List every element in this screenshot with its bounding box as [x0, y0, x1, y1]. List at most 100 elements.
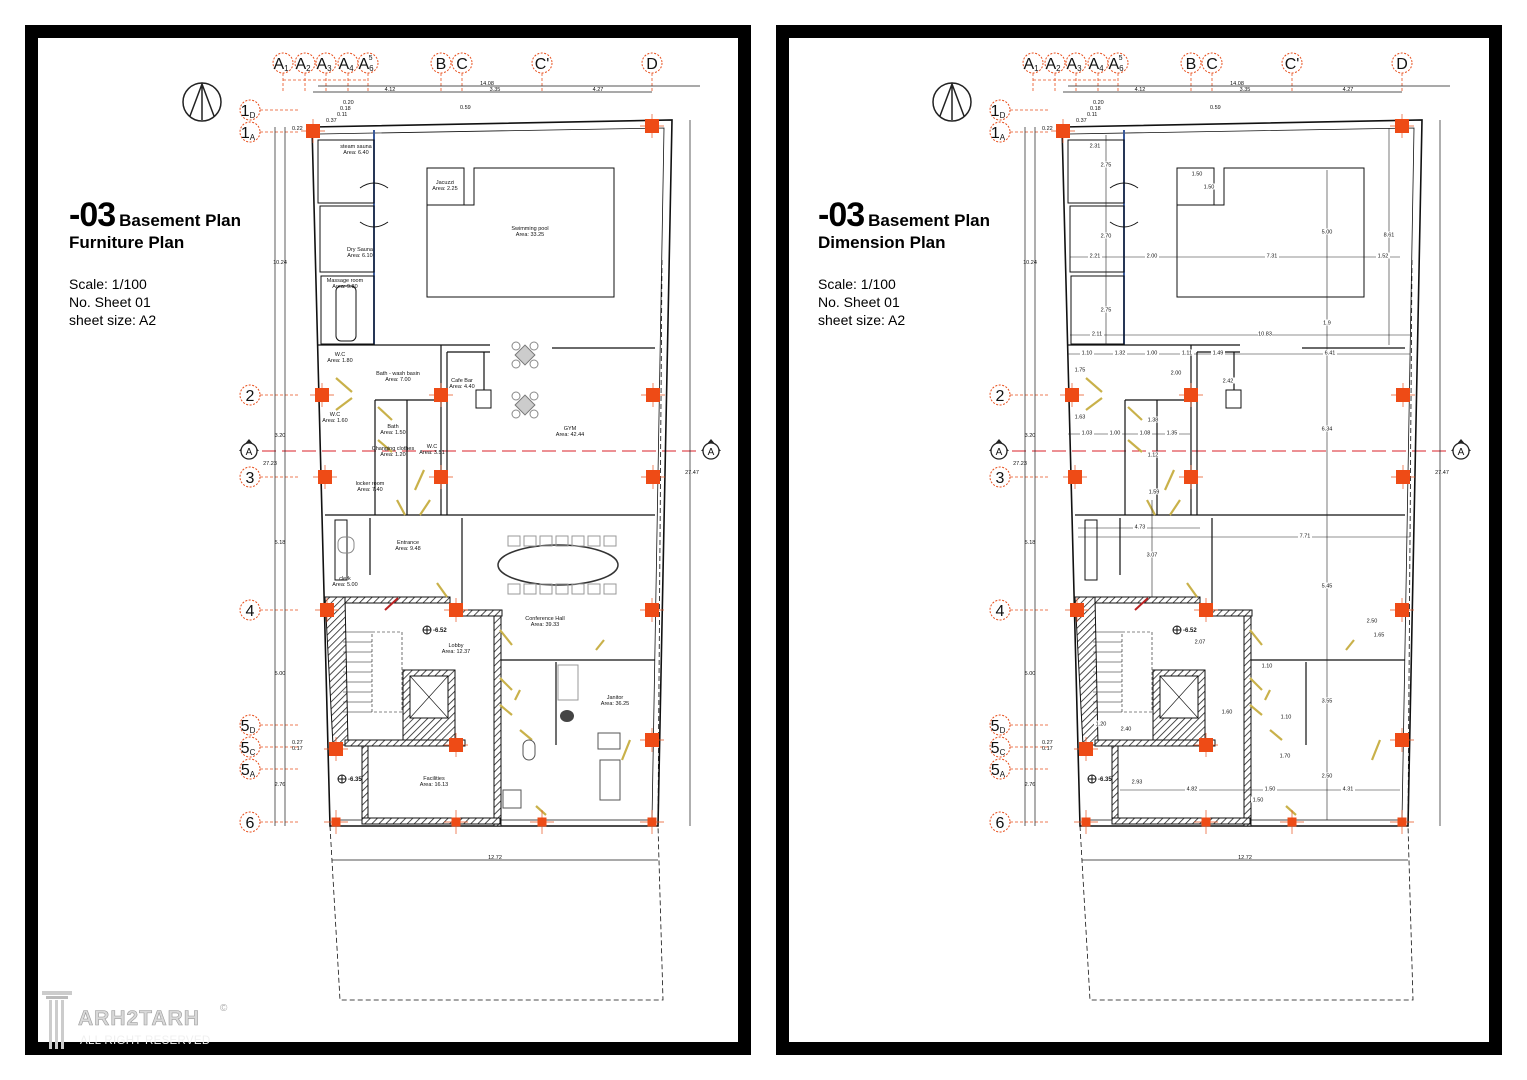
- chair: [555, 535, 569, 547]
- dimension-label: 2.75: [1101, 308, 1112, 314]
- cafe-bar-counter: [475, 389, 492, 409]
- dimension-label-bg: [1193, 638, 1207, 645]
- swimming-pool-outline: [426, 167, 615, 298]
- cafe-table: [514, 394, 536, 416]
- grid-column-bubble-circle: [1107, 52, 1129, 74]
- dimension-small: 0.18: [1090, 106, 1101, 112]
- door-leaf: [499, 677, 513, 691]
- door-leaf: [514, 689, 521, 701]
- room-name: Dry Sauna: [347, 247, 374, 253]
- hatched-wall: [1111, 817, 1251, 825]
- dimension-label-bg: [1372, 631, 1386, 638]
- grid-column-bubble-circle: [1065, 52, 1087, 74]
- grid-column-bubble-circle: [315, 52, 337, 74]
- dimension-small: 0.11: [337, 112, 347, 118]
- dimension-small: 0.11: [1087, 112, 1097, 118]
- north-arrow-icon: [939, 81, 965, 120]
- structural-column: [306, 124, 320, 138]
- dimension-label: 4.82: [1187, 787, 1198, 793]
- chair: [337, 536, 355, 554]
- scale-text: Scale: 1/100: [818, 276, 896, 292]
- hatched-wall: [344, 596, 451, 604]
- room-name: Facilities: [423, 776, 445, 782]
- grid-row-bubble-circle: [239, 599, 261, 621]
- room-area: Area: 4.40: [449, 384, 474, 390]
- stove: [597, 732, 621, 750]
- grid-row-bubble-sub: D: [1000, 726, 1006, 735]
- structural-column: [1065, 388, 1079, 402]
- swimming-pool-outline: [1176, 167, 1365, 298]
- reception-desk: [1084, 519, 1098, 581]
- room-area: Area: 12.37: [442, 649, 470, 655]
- room-name: W.C: [330, 412, 340, 418]
- grid-column-bubble-circle: [1391, 52, 1413, 74]
- dimension-left-total: 27.23: [263, 461, 277, 467]
- grid-column-bubble-circle: [1281, 52, 1303, 74]
- dimension-label-bg: [1376, 252, 1390, 259]
- grid-row-bubble-label: 2: [996, 388, 1005, 405]
- door-leaf: [413, 469, 426, 491]
- door-leaf: [519, 729, 533, 741]
- toilet: [522, 739, 536, 761]
- dimension-label: 7.71: [1300, 534, 1311, 540]
- grid-column-bubble-circle: [1201, 52, 1223, 74]
- hatched-wall: [324, 596, 349, 746]
- dimension-label-bg: [1185, 785, 1199, 792]
- structural-column: [1081, 817, 1091, 827]
- grid-row-bubble-circle: [239, 714, 261, 736]
- structural-column: [537, 817, 547, 827]
- door-leaf: [1085, 397, 1103, 411]
- dimension-label-bg: [1080, 349, 1094, 356]
- dimension-label-bg: [1099, 232, 1113, 239]
- grid-row-bubble-circle: [989, 599, 1011, 621]
- door-leaf: [1134, 597, 1149, 611]
- dimension-top-segment: 4.12: [385, 87, 396, 93]
- room-name: GYM: [564, 426, 577, 432]
- grid-row-bubble-circle: [989, 384, 1011, 406]
- dimension-label-bg: [1320, 697, 1334, 704]
- room-area: Area: 1.60: [322, 418, 347, 424]
- dimension-top-segment: 3.35: [490, 87, 501, 93]
- structural-column: [1395, 733, 1409, 747]
- door-leaf: [1264, 689, 1271, 701]
- grid-row-bubble-circle: [239, 736, 261, 758]
- dimension-small: 0.20: [343, 100, 354, 106]
- structural-column: [434, 388, 448, 402]
- room-area: Area: 2.25: [432, 186, 457, 192]
- room-area: Area: 1.20: [380, 452, 405, 458]
- dimension-label-bg: [1088, 252, 1102, 259]
- dimension-label-bg: [1145, 349, 1159, 356]
- door-leaf: [1146, 499, 1156, 516]
- rug: [560, 710, 574, 722]
- chair: [603, 535, 617, 547]
- room-area: Area: 39.33: [531, 622, 559, 628]
- plan-title: Basement Plan: [119, 211, 242, 230]
- room-area: Area: 9.48: [395, 546, 420, 552]
- dimension-label: 1.65: [1374, 633, 1385, 639]
- dimension-label-bg: [1146, 416, 1160, 423]
- door-leaf: [436, 582, 448, 598]
- dimension-label: 1.20: [1096, 722, 1107, 728]
- building-outline: [311, 119, 673, 827]
- chair: [511, 359, 521, 369]
- room-name: clerk: [339, 576, 351, 582]
- grid-column-bubble-label: C': [1285, 56, 1300, 73]
- room-area: Area: 36.25: [601, 701, 629, 707]
- stair-outline: [1121, 631, 1153, 713]
- level-label: -6.52: [1183, 628, 1197, 634]
- dimension-left-segment: 5.00: [1025, 671, 1036, 677]
- dimension-label-bg: [1169, 369, 1183, 376]
- dimension-label-bg: [1145, 252, 1159, 259]
- massage-bed: [335, 285, 357, 342]
- dimension-label-bg: [1180, 349, 1194, 356]
- chair: [507, 535, 521, 547]
- dimension-left-segment: 3.20: [275, 433, 286, 439]
- grid-column-bubble-sub: 6: [369, 64, 374, 73]
- grid-row-bubble-sub: D: [1000, 111, 1006, 120]
- dimension-label: 2.50: [1322, 774, 1333, 780]
- structural-column: [1201, 817, 1211, 827]
- sheet-paper: [789, 38, 1489, 1042]
- door-leaf: [377, 406, 393, 421]
- dimension-label-bg: [1145, 551, 1159, 558]
- dimension-top-total: 14.08: [1230, 81, 1244, 87]
